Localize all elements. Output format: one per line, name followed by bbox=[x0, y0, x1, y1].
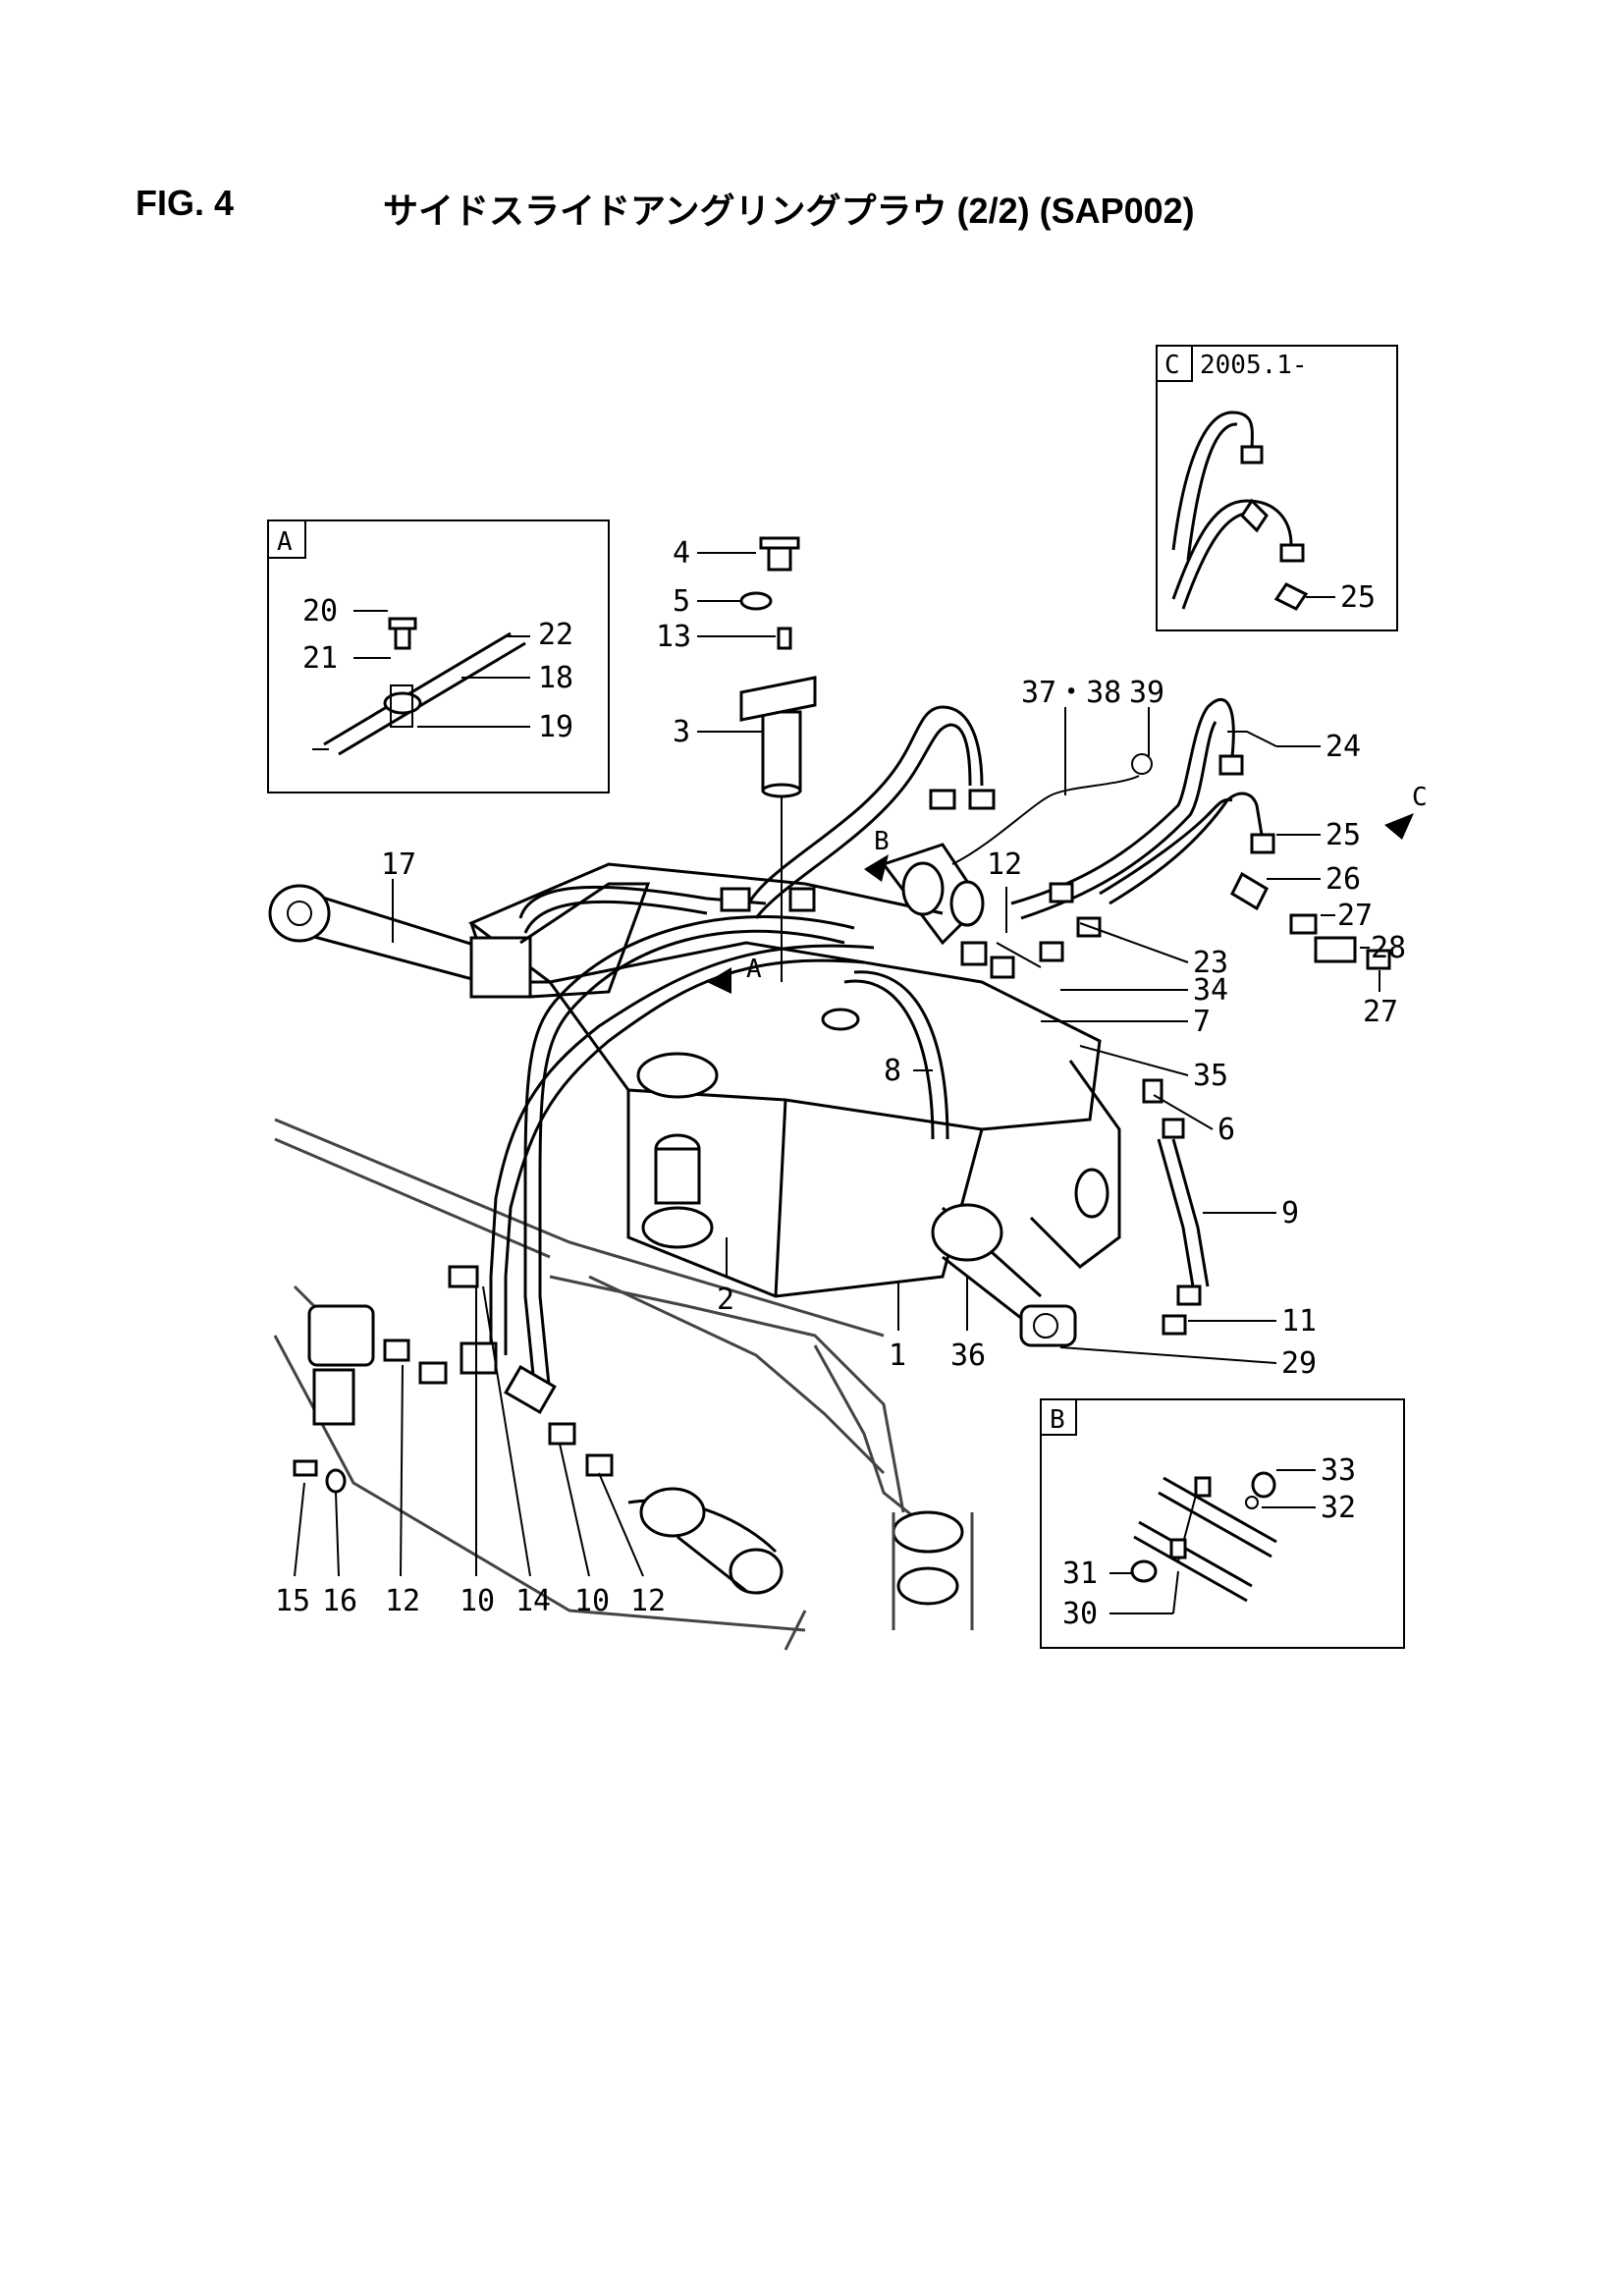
callout-28: 28 bbox=[1371, 931, 1406, 965]
inset-b: B 33 32 31 30 bbox=[1040, 1398, 1405, 1649]
callout-10-right: 10 bbox=[574, 1584, 610, 1618]
callout-18: 18 bbox=[538, 661, 573, 695]
figure-number: FIG. 4 bbox=[135, 183, 235, 223]
callout-12-lower-right: 12 bbox=[630, 1584, 666, 1618]
callout-8: 8 bbox=[884, 1054, 901, 1088]
view-arrow-c bbox=[1384, 813, 1414, 840]
callout-34: 34 bbox=[1193, 973, 1228, 1008]
inset-c-date: 2005.1- bbox=[1200, 351, 1308, 380]
view-letter-b: B bbox=[874, 827, 890, 856]
callout-33: 33 bbox=[1321, 1453, 1356, 1488]
callout-21: 21 bbox=[302, 641, 338, 676]
inset-c: C 2005.1- 25 bbox=[1156, 345, 1398, 631]
callout-12-top: 12 bbox=[987, 847, 1022, 882]
view-letter-a: A bbox=[746, 955, 762, 984]
view-letter-c: C bbox=[1412, 783, 1428, 812]
callout-22: 22 bbox=[538, 618, 573, 652]
callout-25: 25 bbox=[1325, 818, 1361, 852]
callout-numbers: 4 5 13 3 17 37・38 39 24 25 26 27 28 27 1… bbox=[275, 536, 1406, 1618]
callout-3: 3 bbox=[673, 715, 690, 749]
callout-1: 1 bbox=[889, 1339, 906, 1373]
callout-4: 4 bbox=[673, 536, 690, 571]
callout-17: 17 bbox=[381, 847, 416, 882]
callout-26: 26 bbox=[1325, 862, 1361, 897]
callout-24: 24 bbox=[1325, 730, 1361, 764]
callout-11: 11 bbox=[1281, 1304, 1317, 1339]
callout-2: 2 bbox=[717, 1283, 734, 1317]
callout-29: 29 bbox=[1281, 1346, 1317, 1381]
figure-title: サイドスライドアングリングプラウ (2/2) (SAP002) bbox=[383, 191, 1195, 231]
callout-c-25: 25 bbox=[1340, 580, 1376, 615]
callout-13: 13 bbox=[656, 620, 691, 654]
callout-15: 15 bbox=[275, 1584, 310, 1618]
callout-10-left: 10 bbox=[460, 1584, 495, 1618]
callout-23: 23 bbox=[1193, 946, 1228, 980]
callout-16: 16 bbox=[322, 1584, 357, 1618]
callout-14: 14 bbox=[515, 1584, 551, 1618]
callout-31: 31 bbox=[1062, 1557, 1098, 1591]
callout-20: 20 bbox=[302, 594, 338, 629]
callout-30: 30 bbox=[1062, 1597, 1098, 1631]
callout-39: 39 bbox=[1129, 676, 1164, 710]
callout-27-top: 27 bbox=[1337, 899, 1373, 933]
inset-b-letter: B bbox=[1050, 1405, 1065, 1435]
callout-32: 32 bbox=[1321, 1491, 1356, 1525]
callout-19: 19 bbox=[538, 710, 573, 744]
inset-c-letter: C bbox=[1164, 351, 1180, 380]
callout-6: 6 bbox=[1217, 1113, 1235, 1147]
callout-27-bottom: 27 bbox=[1363, 995, 1398, 1029]
callout-9: 9 bbox=[1281, 1196, 1299, 1230]
callout-7: 7 bbox=[1193, 1005, 1211, 1039]
view-arrow-a bbox=[707, 967, 731, 994]
callout-37-38: 37・38 bbox=[1021, 676, 1121, 710]
callout-36: 36 bbox=[950, 1339, 986, 1373]
inset-a: A 20 21 22 18 19 bbox=[267, 519, 610, 793]
view-arrow-b bbox=[864, 854, 889, 882]
main-assembly: B A C bbox=[268, 536, 1428, 1651]
callout-35: 35 bbox=[1193, 1059, 1228, 1093]
callout-12-lower-left: 12 bbox=[385, 1584, 420, 1618]
inset-a-letter: A bbox=[277, 527, 293, 557]
callout-5: 5 bbox=[673, 584, 690, 619]
